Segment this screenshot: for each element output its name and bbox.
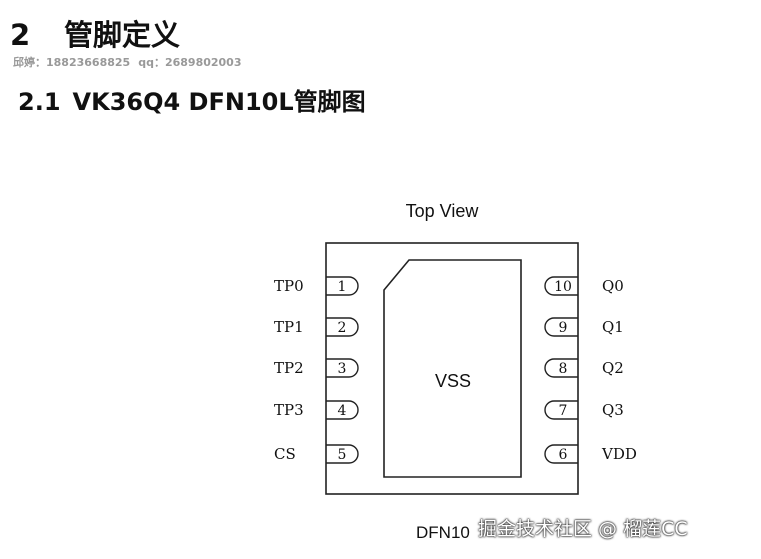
left-pin-group: 1 TP0 2 TP1 3 TP2 4 TP3 5 CS: [274, 276, 359, 464]
pin-pad: [544, 358, 578, 378]
subsection-heading: 2.1 VK36Q4 DFN10L管脚图: [18, 82, 366, 117]
contact-line: 邱婷：18823668825 qq：2689802003: [13, 54, 242, 70]
section-title: 管脚定义: [64, 18, 181, 52]
section-heading: 2 管脚定义: [10, 12, 180, 54]
contact-qq: 2689802003: [164, 56, 242, 69]
contact-phone: 18823668825: [46, 56, 131, 69]
pin-name: TP1: [274, 318, 304, 336]
pin-pad: [544, 444, 578, 464]
package-outline: [325, 242, 579, 495]
subsection-title: VK36Q4 DFN10L管脚图: [72, 88, 366, 116]
pin-name: CS: [274, 445, 296, 463]
watermark-text: 掘金技术社区 @ 榴莲CC: [478, 518, 688, 540]
exposed-pad: [383, 259, 522, 478]
right-pin-group: 10 Q0 9 Q1 8 Q2 7 Q3 6 VDD: [544, 276, 637, 464]
pin-left-3: 3 TP2: [274, 358, 359, 378]
pin-number: 8: [559, 361, 568, 377]
pin-name: Q0: [602, 277, 624, 295]
pin-pad: [326, 444, 359, 464]
pin-left-5: 5 CS: [274, 444, 359, 464]
pin-pad: [326, 317, 359, 337]
pin-pad: [544, 317, 578, 337]
pin-number: 4: [338, 403, 347, 419]
pin-right-9: 9 Q1: [544, 317, 624, 337]
pin-name: VDD: [601, 445, 637, 463]
pin-number: 2: [338, 320, 347, 336]
section-number: 2: [10, 18, 31, 52]
pin-name: TP0: [274, 277, 304, 295]
pin-number: 9: [559, 320, 568, 336]
pin-name: TP2: [274, 359, 304, 377]
pin-pad: [544, 276, 578, 296]
pin-pad: [326, 276, 359, 296]
pin-name: Q3: [602, 401, 624, 419]
pin-left-2: 2 TP1: [274, 317, 359, 337]
pin-pad: [326, 400, 359, 420]
subsection-number: 2.1: [18, 88, 61, 116]
pin-name: Q2: [602, 359, 624, 377]
pin-left-4: 4 TP3: [274, 400, 359, 420]
pin-name: TP3: [274, 401, 304, 419]
pin-right-8: 8 Q2: [544, 358, 624, 378]
pin-number: 5: [338, 447, 347, 463]
pin-number: 10: [554, 279, 572, 295]
pin-pad: [326, 358, 359, 378]
pin-number: 7: [559, 403, 568, 419]
top-view-label: Top View: [406, 201, 480, 221]
pin-right-6: 6 VDD: [544, 444, 637, 464]
pin-right-7: 7 Q3: [544, 400, 624, 420]
pin-left-1: 1 TP0: [274, 276, 359, 296]
pin-number: 1: [338, 279, 347, 295]
contact-qq-label: qq：: [138, 56, 165, 69]
pin-number: 3: [338, 361, 347, 377]
pin-name: Q1: [602, 318, 624, 336]
contact-name-label: 邱婷：: [13, 56, 46, 69]
package-label: DFN10: [416, 523, 470, 542]
center-pad-label: VSS: [435, 371, 471, 391]
pin-right-10: 10 Q0: [544, 276, 624, 296]
pin-number: 6: [559, 447, 568, 463]
pin-pad: [544, 400, 578, 420]
